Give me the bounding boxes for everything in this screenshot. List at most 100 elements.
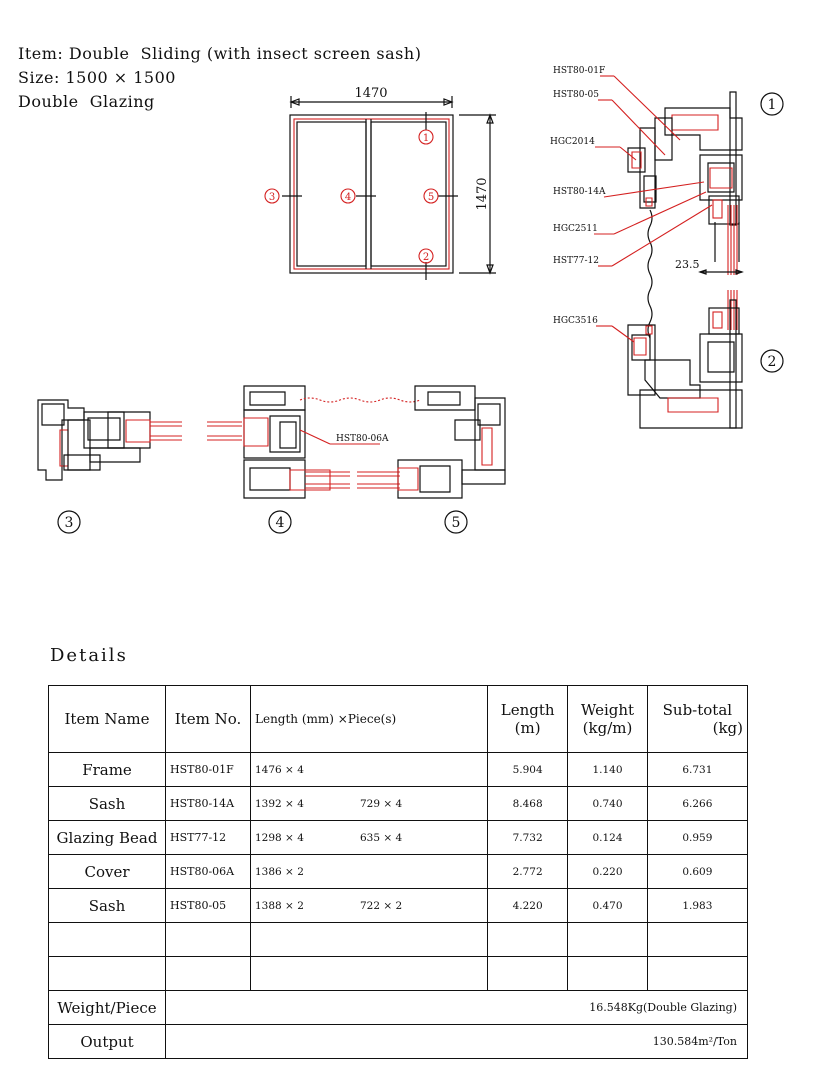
label-hst80-14a: HST80-14A <box>553 187 606 197</box>
output-row: Output 130.584m²/Ton <box>48 1024 748 1059</box>
header-weight-line1: Weight <box>580 701 635 719</box>
row-subtotal: 0.959 <box>646 820 749 855</box>
row-length-m: 2.772 <box>486 854 569 889</box>
row-item-no: HST80-05 <box>165 888 251 923</box>
marker-2: 2 <box>423 252 429 263</box>
label-hst80-06a: HST80-06A <box>336 434 389 444</box>
row-subtotal: 6.266 <box>646 786 749 821</box>
weight-piece-value: 16.548Kg(Double Glazing) <box>165 990 748 1025</box>
row-length-m <box>486 956 569 991</box>
table-row: Glazing Bead HST77-12 1298 × 4 635 × 4 7.… <box>48 820 749 855</box>
row-weight: 0.740 <box>567 786 648 821</box>
section-marker-4: 4 <box>276 515 285 531</box>
row-weight <box>567 956 648 991</box>
table-header-row: Item Name Item No. Length (mm) ×Piece(s)… <box>48 685 749 753</box>
table-row: Sash HST80-05 1388 × 2 722 × 2 4.220 0.47… <box>48 888 749 923</box>
header-item-no: Item No. <box>165 685 251 753</box>
row-item-no <box>165 956 251 991</box>
header-length-m-line1: Length <box>500 701 555 719</box>
label-hst77-12: HST77-12 <box>553 256 599 266</box>
row-item-name <box>48 922 166 957</box>
row-length-piece: 1476 × 4 <box>250 752 488 787</box>
row-length-piece: 1386 × 2 <box>250 854 488 889</box>
row-length-piece <box>250 956 488 991</box>
glazing-label: Double Glazing <box>18 92 155 111</box>
technical-drawings: .k { stroke:#111; fill:none; stroke-widt… <box>37 66 784 534</box>
section-marker-5: 5 <box>452 515 461 531</box>
section-marker-2: 2 <box>768 354 777 370</box>
row-item-name: Glazing Bead <box>48 820 166 855</box>
weight-piece-row: Weight/Piece 16.548Kg(Double Glazing) <box>48 990 748 1025</box>
table-row: Frame HST80-01F 1476 × 4 5.904 1.140 6.7… <box>48 752 749 787</box>
header-length-m-line2: (m) <box>514 719 541 737</box>
row-item-name <box>48 956 166 991</box>
width-dimension: 1470 <box>354 86 387 101</box>
row-length-piece: 1388 × 2 722 × 2 <box>250 888 488 923</box>
header-weight-line2: (kg/m) <box>582 719 633 737</box>
item-title: Item: Double Sliding (with insect screen… <box>18 44 422 63</box>
label-hgc2511: HGC2511 <box>553 224 598 234</box>
row-length-a: 1298 × 4 <box>255 831 304 844</box>
row-item-no <box>165 922 251 957</box>
row-length-a: 1388 × 2 <box>255 899 304 912</box>
horizontal-sections: 3 HST80-06A 4 <box>37 385 506 534</box>
row-weight: 1.140 <box>567 752 648 787</box>
marker-5: 5 <box>428 192 434 203</box>
row-length-b: 635 × 4 <box>360 831 403 844</box>
table-row: Cover HST80-06A 1386 × 2 2.772 0.220 0.6… <box>48 854 749 889</box>
row-subtotal: 6.731 <box>646 752 749 787</box>
header-weight: Weight (kg/m) <box>567 685 648 753</box>
marker-4: 4 <box>345 192 351 203</box>
row-item-name: Cover <box>48 854 166 889</box>
row-weight: 0.124 <box>567 820 648 855</box>
section-marker-1: 1 <box>768 97 777 113</box>
output-label: Output <box>48 1024 166 1059</box>
row-item-name: Sash <box>48 888 166 923</box>
output-value: 130.584m²/Ton <box>165 1024 748 1059</box>
size-label: Size: 1500 × 1500 <box>18 68 176 87</box>
row-item-no: HST80-14A <box>165 786 251 821</box>
label-hst80-05: HST80-05 <box>553 90 599 100</box>
header-subtotal-line1: Sub-total <box>662 701 733 719</box>
row-item-no: HST77-12 <box>165 820 251 855</box>
header-subtotal: Sub-total (kg) <box>646 685 749 753</box>
details-title: Details <box>50 645 128 666</box>
row-item-no: HST80-01F <box>165 752 251 787</box>
row-length-b: 729 × 4 <box>360 797 403 810</box>
row-subtotal <box>646 922 749 957</box>
label-hst80-01f: HST80-01F <box>553 66 605 76</box>
row-length-m: 7.732 <box>486 820 569 855</box>
row-subtotal: 1.983 <box>646 888 749 923</box>
row-weight <box>567 922 648 957</box>
vertical-section: 23.5 HST80-01F HST80-05 HGC2014 HST80-14… <box>550 66 784 429</box>
header-subtotal-line2: (kg) <box>712 719 743 737</box>
row-item-no: HST80-06A <box>165 854 251 889</box>
row-length-m: 5.904 <box>486 752 569 787</box>
table-row-empty <box>48 922 749 957</box>
weight-piece-label: Weight/Piece <box>48 990 166 1025</box>
row-subtotal <box>646 956 749 991</box>
height-dimension: 1470 <box>475 177 490 210</box>
row-subtotal: 0.609 <box>646 854 749 889</box>
dim-23-5: 23.5 <box>675 258 700 271</box>
row-weight: 0.220 <box>567 854 648 889</box>
marker-1: 1 <box>423 133 429 144</box>
label-hgc3516: HGC3516 <box>553 316 598 326</box>
row-length-a: 1392 × 4 <box>255 797 304 810</box>
row-length-b: 722 × 2 <box>360 899 403 912</box>
marker-3: 3 <box>269 192 275 203</box>
row-length-a: 1386 × 2 <box>255 865 304 878</box>
row-length-piece <box>250 922 488 957</box>
table-row: Sash HST80-14A 1392 × 4 729 × 4 8.468 0.7… <box>48 786 749 821</box>
row-weight: 0.470 <box>567 888 648 923</box>
header-item-name: Item Name <box>48 685 166 753</box>
row-length-m <box>486 922 569 957</box>
row-length-m: 4.220 <box>486 888 569 923</box>
details-table: Item Name Item No. Length (mm) ×Piece(s)… <box>48 685 749 1059</box>
row-length-m: 8.468 <box>486 786 569 821</box>
header-length-m: Length (m) <box>486 685 569 753</box>
section-marker-3: 3 <box>65 515 74 531</box>
table-row-empty <box>48 956 749 991</box>
row-item-name: Sash <box>48 786 166 821</box>
header-length-piece: Length (mm) ×Piece(s) <box>250 685 488 753</box>
